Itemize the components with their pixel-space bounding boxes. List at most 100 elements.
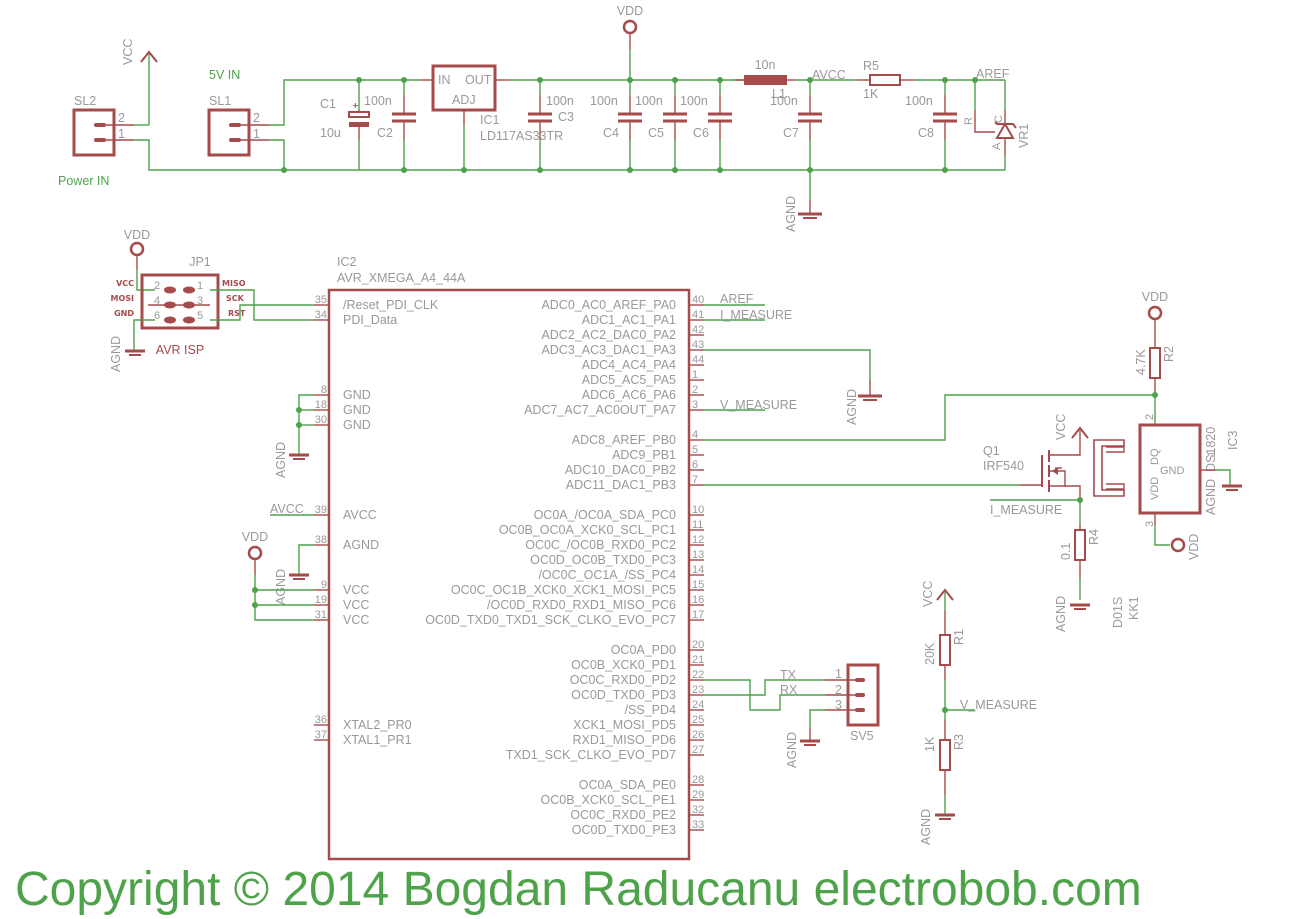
c6-name: C6 — [693, 126, 709, 140]
i-measure-mosfet-label: I_MEASURE — [990, 503, 1062, 517]
isp-vdd-label: VDD — [124, 228, 150, 242]
ic2-pin-number: 18 — [315, 399, 327, 411]
avcc-net-label: AVCC — [812, 68, 846, 82]
kk1-value: D01S — [1111, 597, 1125, 628]
ic2-pin-label: GND — [343, 388, 371, 402]
ic2-pin-label: ADC4_AC4_PA4 — [582, 358, 676, 372]
ic2-pin-8: 8 GND — [314, 384, 371, 402]
ic2-pin-label: ADC2_AC2_DAC0_PA2 — [541, 328, 676, 342]
ic2-pin-35: 35/Reset_PDI_CLK — [314, 294, 439, 312]
isp-label-gnd: GND — [114, 309, 134, 318]
inductor-l1: 10n L1 — [735, 58, 796, 101]
divider-agnd-label: AGND — [919, 809, 933, 845]
ic2-pin-number: 8 — [321, 384, 327, 396]
voltage-divider: VCC 20K R1 V_MEASURE 1K R3 AGND — [919, 581, 1037, 845]
ic3-pin-1: 1 — [1206, 451, 1218, 457]
r5-value: 1K — [863, 87, 879, 101]
c4-name: C4 — [603, 126, 619, 140]
reference-vr1: AREF R C A VR1 — [963, 67, 1031, 170]
ic2-pin-number: 14 — [692, 564, 704, 576]
ic2-pin-label: VCC — [343, 613, 369, 627]
capacitor-c6: 100n C6 — [680, 80, 732, 170]
ic3-agnd-label: AGND — [1204, 479, 1218, 515]
ic2-pin-label: RXD1_MISO_PD6 — [572, 733, 676, 747]
ic2-pin-label: /SS_PD4 — [625, 703, 676, 717]
sl1-pin2: 2 — [253, 111, 260, 125]
isp-label-rst: RST — [228, 309, 246, 318]
ic1-value: LD117AS33TR — [480, 129, 563, 143]
capacitor-c5: 100n C5 — [635, 80, 687, 170]
tx-label: TX — [780, 668, 797, 682]
ic2-pin-number: 10 — [692, 504, 704, 516]
isp-pin-4: 4 — [154, 295, 160, 307]
capacitor-c8: 100n C8 — [905, 80, 957, 170]
capacitor-c4: 100n C4 — [590, 80, 642, 170]
ic2-pin-number: 32 — [692, 804, 704, 816]
ic2-pin-number: 21 — [692, 654, 704, 666]
aref-pin-label: AREF — [720, 292, 754, 306]
ic2-pin-number: 37 — [315, 729, 327, 741]
ic3-value: DS1820 — [1204, 427, 1218, 472]
connector-sl1: 2 1 SL1 5V IN — [207, 68, 269, 157]
ic2-pin-number: 2 — [692, 384, 698, 396]
r3-value: 1K — [923, 736, 937, 752]
rx-label: RX — [780, 683, 798, 697]
c3-value: 100n — [546, 94, 574, 108]
vdd-label-vcc-pins: VDD — [242, 530, 268, 544]
ic2-pin-number: 4 — [692, 429, 698, 441]
r4-value: 0.1 — [1059, 543, 1073, 560]
5v-in-label: 5V IN — [209, 68, 240, 82]
agnd-symbol-pa: AGND — [845, 380, 882, 425]
sl2-pin2: 2 — [118, 111, 125, 125]
ic2-pin-number: 6 — [692, 459, 698, 471]
r4-name: R4 — [1087, 529, 1101, 545]
agnd-symbol-avcc: AGND — [274, 569, 309, 605]
ic2-pin-label: XTAL1_PR1 — [343, 733, 412, 747]
ic2-pin-label: ADC10_DAC0_PB2 — [565, 463, 676, 477]
r5-name: R5 — [863, 59, 879, 73]
isp-label-vcc: VCC — [116, 279, 134, 288]
ic2-pin-number: 17 — [692, 609, 704, 621]
c8-value: 100n — [905, 94, 933, 108]
ic2-pin-number: 30 — [315, 414, 327, 426]
l1-name: L1 — [772, 87, 786, 101]
ic2-pin-label: OC0A_/OC0A_SDA_PC0 — [534, 508, 676, 522]
ic1-pin-adj: ADJ — [452, 93, 476, 107]
ic2-pin-label: AVCC — [343, 508, 377, 522]
ic2-value: AVR_XMEGA_A4_44A — [337, 271, 466, 285]
isp-caption: AVR ISP — [156, 343, 204, 357]
ic2-pin-label: ADC0_AC0_AREF_PA0 — [541, 298, 676, 312]
ic2-pin-label: OC0B_XCK0_PD1 — [571, 658, 676, 672]
v-measure-pin-label: V_MEASURE — [720, 398, 797, 412]
ic2-pin-label: OC0D_TXD0_PD3 — [571, 688, 676, 702]
sv5-agnd-label: AGND — [785, 732, 799, 768]
ic1-pin-out: OUT — [465, 73, 492, 87]
c1-name: C1 — [320, 97, 336, 111]
ic2-name: IC2 — [337, 255, 357, 269]
ic2-pin-number: 35 — [315, 294, 327, 306]
power-in-label: Power IN — [58, 174, 109, 188]
c4-value: 100n — [590, 94, 618, 108]
ic2-pin-6: 6 ADC10_DAC0_PB2 — [565, 459, 704, 477]
isp-agnd-label: AGND — [109, 336, 123, 372]
ic2-pin-number: 38 — [315, 534, 327, 546]
ic2-pin-number: 22 — [692, 669, 704, 681]
connector-sl2: 2 1 SL2 Power IN — [58, 94, 134, 188]
isp-pin-6: 6 — [154, 310, 160, 322]
